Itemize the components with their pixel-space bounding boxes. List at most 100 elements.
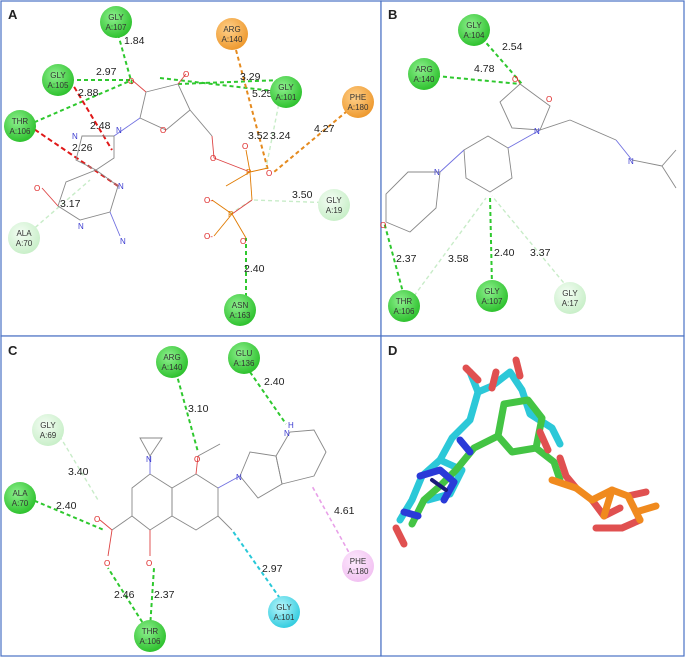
panel-c-label: C bbox=[8, 343, 18, 358]
b-atom-o: O bbox=[512, 75, 518, 84]
c-atom-o: O bbox=[194, 455, 200, 464]
c-atom-n: N bbox=[284, 429, 290, 438]
a-bond bbox=[249, 171, 253, 201]
c-residue-phe180: PHE A:180 bbox=[342, 550, 374, 582]
a-atom-o: O bbox=[240, 237, 246, 246]
c-residue-gly101: GLY A:101 bbox=[268, 596, 300, 628]
b-bond bbox=[631, 159, 663, 167]
a-bond bbox=[245, 149, 251, 173]
b-oxazolidinone-ring bbox=[499, 83, 551, 131]
c-hbond-thr106-a bbox=[107, 567, 147, 629]
c-bond bbox=[107, 529, 113, 557]
c-bond bbox=[195, 455, 199, 475]
panel-b-label: B bbox=[388, 7, 397, 22]
residue-id: A:140 bbox=[222, 35, 243, 44]
residue-name: PHE bbox=[350, 93, 366, 102]
b-vdw-thr106 bbox=[413, 197, 487, 297]
residue-id: A:19 bbox=[326, 206, 343, 215]
c-residue-gly69: GLY A:69 bbox=[32, 414, 64, 446]
c-piperidine-ring bbox=[275, 429, 327, 485]
b-hbond-thr106 bbox=[383, 221, 405, 297]
residue-id: A:106 bbox=[10, 127, 31, 136]
residue-id: A:180 bbox=[348, 567, 369, 576]
c-bond bbox=[197, 443, 221, 457]
c-bond bbox=[217, 475, 241, 489]
residue-name: ALA bbox=[12, 489, 28, 498]
b-distance: 3.58 bbox=[448, 253, 469, 265]
b-bond bbox=[515, 75, 521, 85]
residue-name: GLY bbox=[484, 287, 500, 296]
c-residue-arg140: ARG A:140 bbox=[156, 346, 188, 378]
b-vdw-gly17 bbox=[491, 195, 569, 289]
b-distance: 3.37 bbox=[530, 247, 551, 259]
a-residue-gly105: GLY A:105 bbox=[42, 64, 74, 96]
c-atom-n: N bbox=[236, 473, 242, 482]
a-atom-p: P bbox=[246, 168, 251, 177]
c-bond bbox=[217, 515, 233, 531]
a-bond bbox=[213, 157, 251, 173]
a-distance: 2.26 bbox=[72, 142, 93, 154]
a-distance: 3.50 bbox=[292, 189, 313, 201]
a-residue-ala70: ALA A:70 bbox=[8, 222, 40, 254]
a-residue-gly19: GLY A:19 bbox=[318, 189, 350, 221]
b-residue-gly107: GLY A:107 bbox=[476, 280, 508, 312]
residue-id: A:140 bbox=[162, 363, 183, 372]
a-atom-o: O bbox=[160, 126, 166, 135]
a-residue-thr106: THR A:106 bbox=[4, 110, 36, 142]
residue-name: THR bbox=[12, 117, 29, 126]
panel-a-diagram: N N N N N O O O O O O O O- O- O P P 1.84… bbox=[4, 6, 374, 326]
residue-name: ARG bbox=[163, 353, 180, 362]
a-distance: 3.24 bbox=[270, 130, 291, 142]
a-distance: 2.88 bbox=[78, 87, 99, 99]
c-distance: 2.40 bbox=[56, 500, 77, 512]
a-purine-ring bbox=[57, 169, 119, 221]
a-residue-phe180: PHE A:180 bbox=[342, 86, 374, 118]
d-orange-phosphate bbox=[548, 476, 660, 524]
b-phenyl-ring bbox=[463, 135, 513, 193]
a-atom-p: P bbox=[228, 210, 233, 219]
a-atom-o: O bbox=[183, 70, 189, 79]
residue-name: THR bbox=[396, 297, 413, 306]
residue-id: A:163 bbox=[230, 311, 251, 320]
a-bond bbox=[41, 187, 59, 207]
c-bond bbox=[111, 515, 133, 531]
b-bond bbox=[661, 165, 677, 189]
residue-name: GLY bbox=[326, 196, 342, 205]
a-atom-o-minus: O- bbox=[204, 196, 213, 205]
panel-b-frame bbox=[380, 0, 685, 337]
residue-name: GLY bbox=[40, 421, 56, 430]
b-distance: 4.78 bbox=[474, 63, 495, 75]
residue-id: A:136 bbox=[234, 359, 255, 368]
a-distance: 3.52 bbox=[248, 130, 269, 142]
panel-d-superposition bbox=[392, 356, 660, 548]
c-atom-o: O bbox=[146, 559, 152, 568]
panel-d-label: D bbox=[388, 343, 397, 358]
b-distance: 2.54 bbox=[502, 41, 523, 53]
a-residue-arg140: ARG A:140 bbox=[216, 18, 248, 50]
a-unfav-thr106 bbox=[27, 124, 119, 187]
a-bond bbox=[109, 211, 121, 237]
residue-id: A:104 bbox=[464, 31, 485, 40]
residue-name: PHE bbox=[350, 557, 366, 566]
a-atom-o-minus: O- bbox=[204, 232, 213, 241]
c-residue-ala70: ALA A:70 bbox=[4, 482, 36, 514]
a-bond bbox=[113, 117, 141, 137]
residue-name: ALA bbox=[16, 229, 32, 238]
a-ribose-ring bbox=[139, 83, 191, 131]
c-distance: 2.37 bbox=[154, 589, 175, 601]
c-distance: 4.61 bbox=[334, 505, 355, 517]
residue-id: A:70 bbox=[16, 239, 33, 248]
residue-id: A:106 bbox=[394, 307, 415, 316]
b-hbond-gly107 bbox=[489, 195, 493, 287]
a-distance: 1.84 bbox=[124, 35, 145, 47]
a-unfav-gly105 bbox=[69, 79, 113, 151]
residue-id: A:70 bbox=[12, 499, 29, 508]
c-distance: 3.10 bbox=[188, 403, 209, 415]
panel-b-diagram: N N N O O O 2.54 4.78 2.37 3.58 2.40 3.3… bbox=[380, 14, 677, 322]
a-atom-o: O bbox=[128, 77, 134, 86]
b-atom-o: O bbox=[546, 95, 552, 104]
b-bond bbox=[439, 149, 465, 173]
residue-name: ASN bbox=[232, 301, 249, 310]
b-residue-gly17: GLY A:17 bbox=[554, 282, 586, 314]
